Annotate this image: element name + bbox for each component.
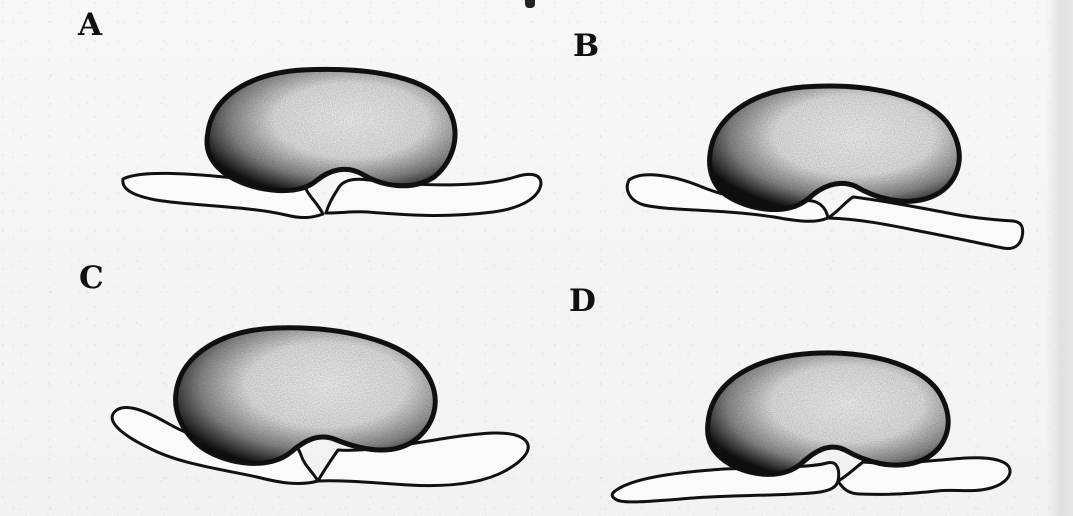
pollen-diagram-d <box>607 347 1037 507</box>
pollen-shadow <box>710 86 960 210</box>
pollen-diagram-a <box>118 67 548 227</box>
right-air-sac-wing <box>838 458 1010 495</box>
panel-label-d: D <box>569 286 596 317</box>
left-air-sac-wing <box>612 462 838 501</box>
top-scan-mark <box>525 0 535 8</box>
panel-label-a: A <box>78 10 102 41</box>
scan-edge-shadow <box>1046 0 1073 516</box>
panel-label-c: C <box>79 263 104 294</box>
right-air-sac-wing <box>828 197 1023 249</box>
pollen-diagram-c <box>108 323 538 493</box>
right-air-sac-wing <box>326 174 541 215</box>
pollen-diagram-b <box>625 74 1035 254</box>
panel-label-b: B <box>573 31 599 62</box>
